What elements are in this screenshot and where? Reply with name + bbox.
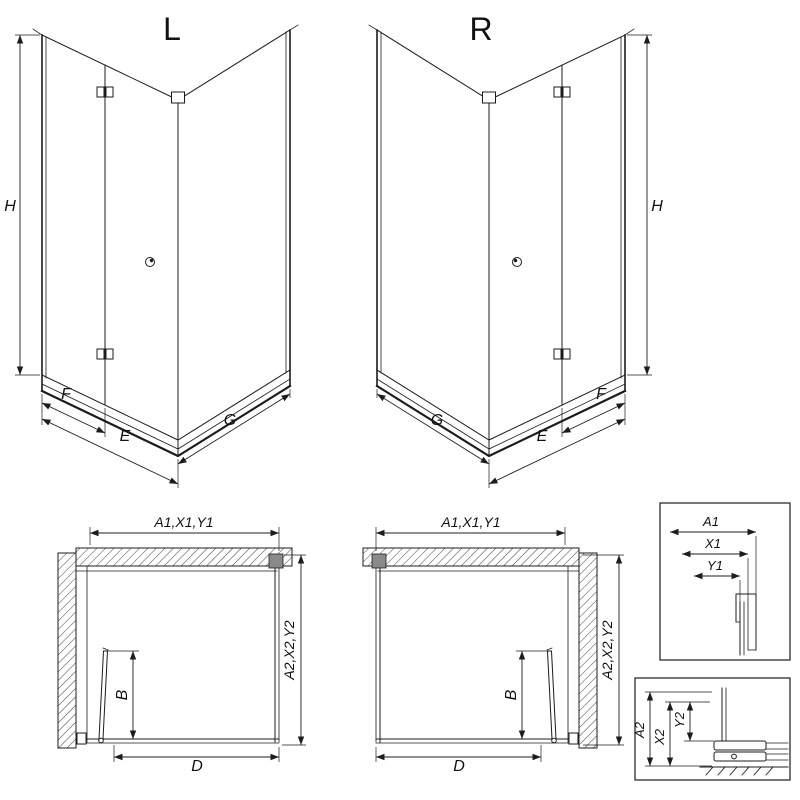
handle-knob-icon <box>145 257 155 267</box>
corner-bracket-icon <box>482 91 496 104</box>
wall-profile-detail <box>735 593 757 656</box>
dim-label-e: E <box>120 428 131 445</box>
dimension-b: B <box>108 650 139 739</box>
dim-label-a1x1y1: A1,X1,Y1 <box>440 514 500 530</box>
dimension-x1: X1 <box>682 536 748 558</box>
dimension-g: G <box>376 389 490 465</box>
dimension-a1: A1 <box>670 514 756 536</box>
dim-label-f: F <box>596 386 607 403</box>
dim-label-x2: X2 <box>652 728 667 746</box>
dim-label-b: B <box>503 689 520 700</box>
dimension-e: E <box>41 418 179 488</box>
dimension-e: E <box>488 418 626 488</box>
plan-view-l: B D A1,X1,Y1 A2,X2,Y2 <box>57 514 306 775</box>
dim-label-g: G <box>224 412 236 429</box>
dim-label-d: D <box>191 758 203 775</box>
perspective-view-l: L H <box>4 11 299 488</box>
hinge-icon <box>96 86 114 98</box>
wall-profile-icon <box>568 732 579 745</box>
dim-label-h: H <box>651 198 663 215</box>
floor-hatch <box>705 766 774 776</box>
wall-section-right <box>578 552 598 749</box>
dim-label-a2x2y2: A2,X2,Y2 <box>281 620 297 680</box>
hinge-icon <box>96 348 114 360</box>
dimension-h: H <box>4 34 40 376</box>
plan-view-r: B D A1,X1,Y1 A2,X2,Y2 <box>362 514 624 775</box>
dimension-y1: Y1 <box>694 558 740 580</box>
wall-profile-icon <box>76 732 87 745</box>
dimension-d: D <box>375 745 542 775</box>
corner-connector-icon <box>371 553 387 569</box>
open-door-leaf <box>546 647 557 744</box>
dim-label-g: G <box>431 412 443 429</box>
wall-section-top <box>362 547 580 567</box>
open-door-leaf <box>98 647 109 744</box>
dimension-a2x2y2: A2,X2,Y2 <box>583 554 624 746</box>
dimension-a2x2y2: A2,X2,Y2 <box>281 554 306 746</box>
dimension-d: D <box>113 745 280 775</box>
dimension-a1x1y1: A1,X1,Y1 <box>375 514 566 551</box>
dimension-g: G <box>177 389 291 465</box>
corner-connector-icon <box>268 553 284 569</box>
dim-label-h: H <box>4 198 16 215</box>
dim-label-b: B <box>114 689 131 700</box>
dim-label-f: F <box>61 386 72 403</box>
dim-label-a2: A2 <box>632 721 647 739</box>
hinge-icon <box>553 348 571 360</box>
wall-section-left <box>57 552 77 749</box>
corner-bracket-icon <box>171 91 185 104</box>
dimension-y2: Y2 <box>672 702 714 742</box>
detail-box-top: A1 X1 Y1 <box>659 502 791 661</box>
dimension-f: F <box>41 386 106 437</box>
dimension-b: B <box>503 650 547 739</box>
view-label-r: R <box>469 11 492 47</box>
dim-label-x1: X1 <box>704 536 721 551</box>
view-label-l: L <box>163 11 181 47</box>
dim-label-y2: Y2 <box>672 711 687 728</box>
bottom-edges <box>41 369 291 441</box>
dim-label-a1x1y1: A1,X1,Y1 <box>153 514 213 530</box>
dim-label-e: E <box>537 428 548 445</box>
dimension-a1x1y1: A1,X1,Y1 <box>89 514 280 551</box>
dim-label-a2x2y2: A2,X2,Y2 <box>599 620 615 680</box>
wall-section-top <box>75 547 293 567</box>
handle-knob-icon <box>512 257 522 267</box>
dimension-h: H <box>627 34 663 376</box>
hinge-icon <box>553 86 571 98</box>
dimension-f: F <box>561 386 626 437</box>
perspective-view-r: R H F <box>368 11 663 488</box>
dimension-a2: A2 <box>632 691 712 766</box>
dim-label-a1: A1 <box>702 514 719 529</box>
bottom-profile-detail <box>699 687 789 776</box>
dim-label-y1: Y1 <box>707 558 723 573</box>
detail-box-bottom: A2 X2 Y2 <box>632 677 791 781</box>
dim-label-d: D <box>453 758 465 775</box>
